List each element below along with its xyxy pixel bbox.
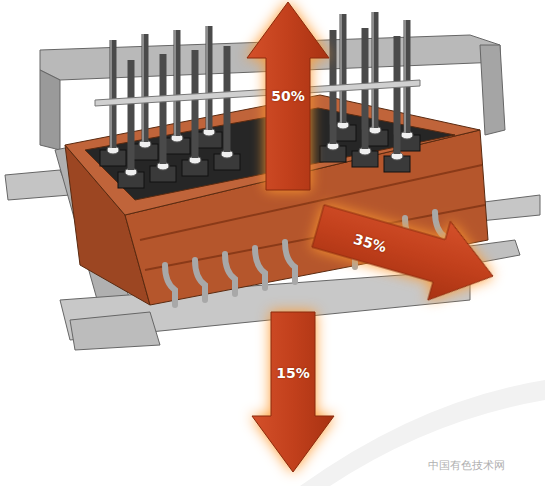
watermark: 中国有色技术网 xyxy=(428,458,505,473)
percent-label: 50% xyxy=(247,88,329,104)
rod-highlights xyxy=(111,12,405,148)
background-swoosh xyxy=(300,380,545,486)
arrow-outline xyxy=(252,312,334,472)
arrow-outline xyxy=(307,187,505,316)
anode-beam xyxy=(95,80,420,106)
percent-label: 15% xyxy=(252,365,334,381)
heat-arrow: 50% xyxy=(247,2,329,190)
arrow-outline xyxy=(247,2,329,190)
arrow-shape xyxy=(252,312,334,472)
heat-arrow: 15% xyxy=(252,312,334,472)
